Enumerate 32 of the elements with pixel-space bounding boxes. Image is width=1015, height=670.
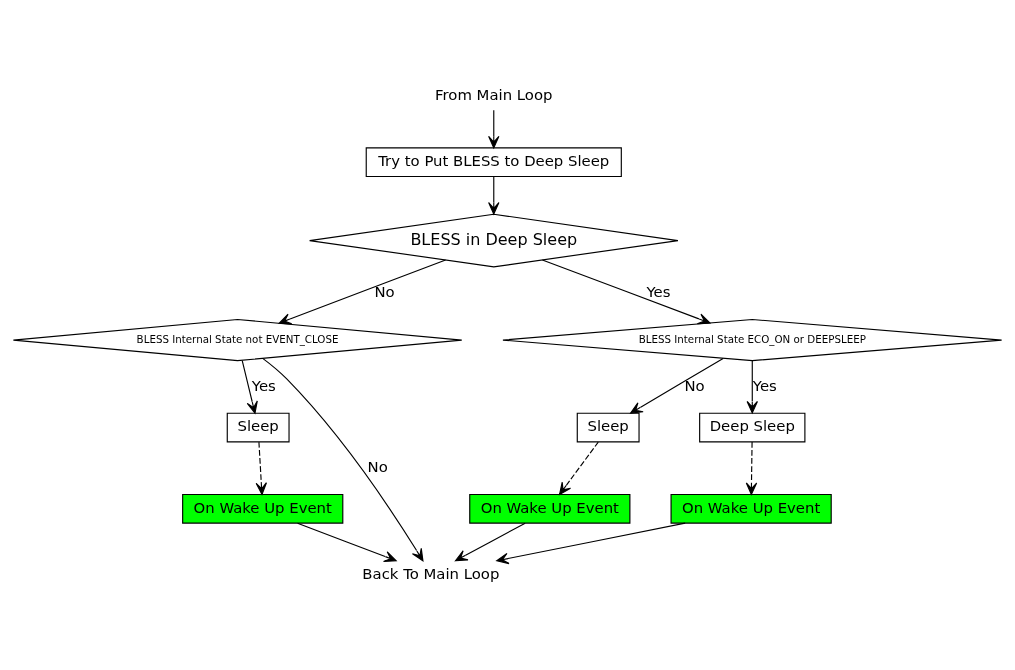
edge-label: No — [367, 457, 388, 476]
arrow — [262, 357, 424, 561]
edge-label: No — [374, 282, 395, 301]
arrow — [745, 441, 758, 495]
node-box: Sleep — [576, 412, 640, 442]
node-box: Sleep — [226, 412, 290, 442]
node-box: On Wake Up Event — [670, 493, 832, 524]
node-diamond: BLESS Internal State ECO_ON or DEEPSLEEP — [502, 318, 1003, 361]
arrow — [746, 359, 758, 413]
arrow — [488, 175, 500, 215]
arrow — [496, 522, 686, 564]
arrow — [297, 522, 397, 562]
edge-label: No — [684, 376, 705, 395]
node-diamond: BLESS Internal State not EVENT_CLOSE — [12, 318, 463, 361]
edge-label: Yes — [752, 376, 777, 395]
arrow — [488, 109, 500, 148]
node-box: On Wake Up Event — [469, 493, 631, 524]
node-box: Deep Sleep — [699, 412, 806, 442]
arrow — [278, 258, 447, 324]
node-box: On Wake Up Event — [182, 493, 344, 524]
node-box: Try to Put BLESS to Deep Sleep — [365, 146, 622, 177]
arrow — [541, 258, 711, 324]
node-text: Back To Main Loop — [362, 564, 500, 583]
node-text: From Main Loop — [435, 85, 553, 104]
node-diamond: BLESS in Deep Sleep — [309, 213, 679, 267]
edge-label: Yes — [251, 376, 276, 395]
arrow — [454, 522, 526, 561]
arrow — [241, 359, 258, 414]
arrow — [559, 441, 599, 495]
arrow — [630, 357, 724, 414]
arrow — [255, 441, 267, 495]
edge-label: Yes — [646, 282, 671, 301]
